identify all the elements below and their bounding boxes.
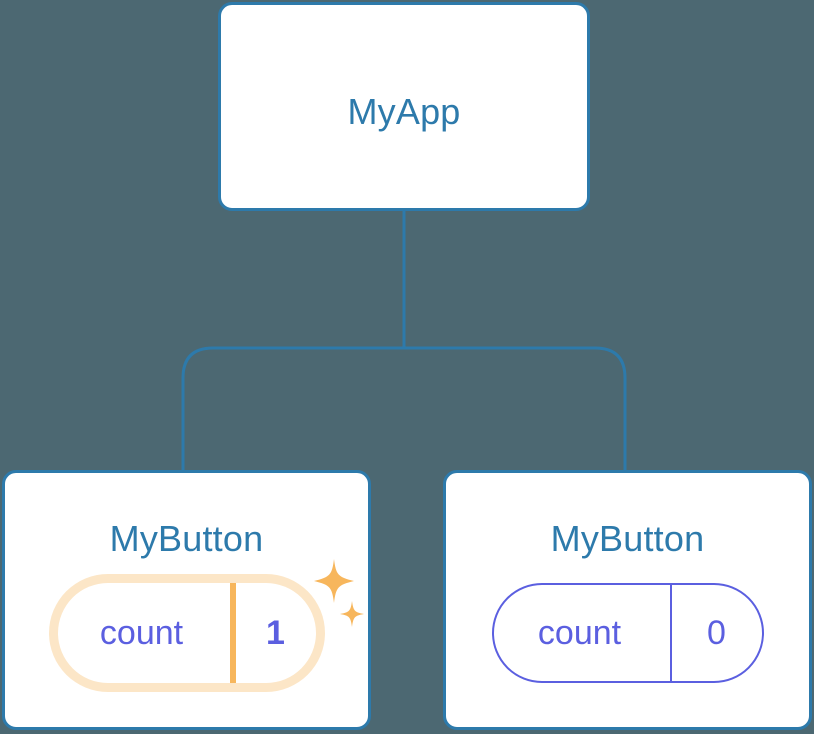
node-title: MyButton [109,518,264,559]
node-mybutton-1[interactable]: MyButton count 0 [443,470,812,730]
sparkle-large-icon [313,559,354,603]
connector-to-child-1 [404,346,627,472]
state-value-label: 1 [229,583,316,683]
connector-to-child-0 [181,346,404,472]
node-title: MyButton [550,518,705,559]
state-value-label: 0 [669,585,762,681]
state-badge-count[interactable]: count 1 [57,583,316,683]
sparkle-group [313,559,364,627]
state-badge-wrapper: count 0 [491,583,764,683]
node-title: MyApp [347,91,461,132]
node-mybutton-0[interactable]: MyButton count 1 [2,470,371,730]
node-myapp[interactable]: MyApp [218,2,590,211]
state-key-label: count [99,614,184,652]
state-key-label: count [537,614,622,652]
state-badge-wrapper: count 1 [57,559,364,683]
state-badge-count[interactable]: count 0 [491,583,764,683]
sparkle-small-icon [339,601,364,627]
